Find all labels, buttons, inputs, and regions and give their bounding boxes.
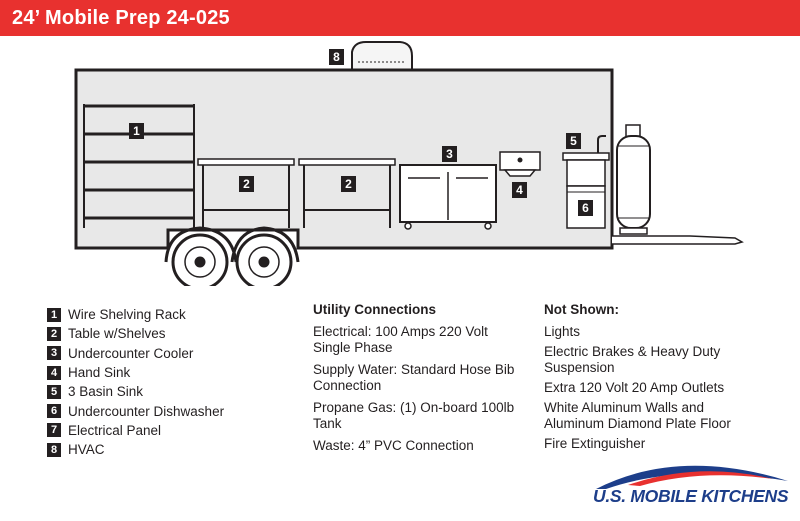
utility-item: Waste: 4” PVC Connection <box>313 438 474 453</box>
legend-item: 4 Hand Sink <box>47 363 287 382</box>
utility-heading: Utility Connections <box>313 302 437 317</box>
not-shown-heading: Not Shown: <box>544 302 619 317</box>
badge-undercounter-cooler: 3 <box>442 146 457 162</box>
not-shown-list: Not Shown: Lights Electric Brakes & Heav… <box>544 302 759 456</box>
three-basin-sink <box>562 135 610 187</box>
not-shown-item: Extra 120 Volt 20 Amp Outlets <box>544 380 725 395</box>
utility-connections: Utility Connections Electrical: 100 Amps… <box>313 302 518 460</box>
table-right <box>298 158 396 228</box>
legend-label: Table w/Shelves <box>68 326 166 342</box>
not-shown-item: Electric Brakes & Heavy Duty Suspension <box>544 344 721 375</box>
legend-label: Wire Shelving Rack <box>68 307 186 323</box>
trailer-diagram <box>74 41 744 286</box>
legend-number: 8 <box>47 442 61 457</box>
badge-wire-shelving-rack: 1 <box>129 123 144 139</box>
not-shown-item: Fire Extinguisher <box>544 436 646 451</box>
badge-table-left: 2 <box>239 176 254 192</box>
not-shown-item: White Aluminum Walls and Aluminum Diamon… <box>544 400 731 431</box>
legend-label: Undercounter Cooler <box>68 345 194 361</box>
legend-item: 6 Undercounter Dishwasher <box>47 401 287 420</box>
badge-three-basin-sink: 5 <box>566 133 581 149</box>
legend-label: Electrical Panel <box>68 422 162 438</box>
legend-number: 7 <box>47 423 61 438</box>
hvac-unit <box>347 41 418 71</box>
badge-hand-sink: 4 <box>512 182 527 198</box>
legend-number: 6 <box>47 404 61 419</box>
badge-hvac: 8 <box>329 49 344 65</box>
legend-number: 3 <box>47 346 61 361</box>
legend-number: 2 <box>47 326 61 341</box>
propane-tank-icon <box>616 124 651 235</box>
logo-swoosh-icon <box>596 465 788 489</box>
company-logo: U.S. MOBILE KITCHENS <box>593 486 789 506</box>
hand-sink <box>499 151 541 177</box>
trailer-wheels <box>164 226 300 286</box>
legend-number: 5 <box>47 384 61 399</box>
legend-item: 3 Undercounter Cooler <box>47 344 287 363</box>
table-left <box>197 158 295 228</box>
legend-item: 8 HVAC <box>47 440 287 459</box>
utility-item: Supply Water: Standard Hose Bib Connecti… <box>313 362 515 393</box>
legend-number: 4 <box>47 365 61 380</box>
legend-label: Hand Sink <box>68 365 131 381</box>
legend-label: 3 Basin Sink <box>68 384 144 400</box>
badge-undercounter-dishwasher: 6 <box>578 200 593 216</box>
legend-item: 1 Wire Shelving Rack <box>47 305 287 324</box>
trailer-tongue <box>612 235 744 245</box>
legend-item: 2 Table w/Shelves <box>47 324 287 343</box>
badge-table-right: 2 <box>341 176 356 192</box>
utility-item: Electrical: 100 Amps 220 Volt Single Pha… <box>313 324 488 355</box>
legend-label: HVAC <box>68 442 105 458</box>
not-shown-item: Lights <box>544 324 581 339</box>
legend-item: 5 3 Basin Sink <box>47 382 287 401</box>
legend-number: 1 <box>47 307 61 322</box>
page-title: 24’ Mobile Prep 24-025 <box>0 0 800 36</box>
legend-label: Undercounter Dishwasher <box>68 403 225 419</box>
undercounter-cooler <box>399 164 497 230</box>
legend-item: 7 Electrical Panel <box>47 421 287 440</box>
utility-item: Propane Gas: (1) On-board 100lb Tank <box>313 400 515 431</box>
